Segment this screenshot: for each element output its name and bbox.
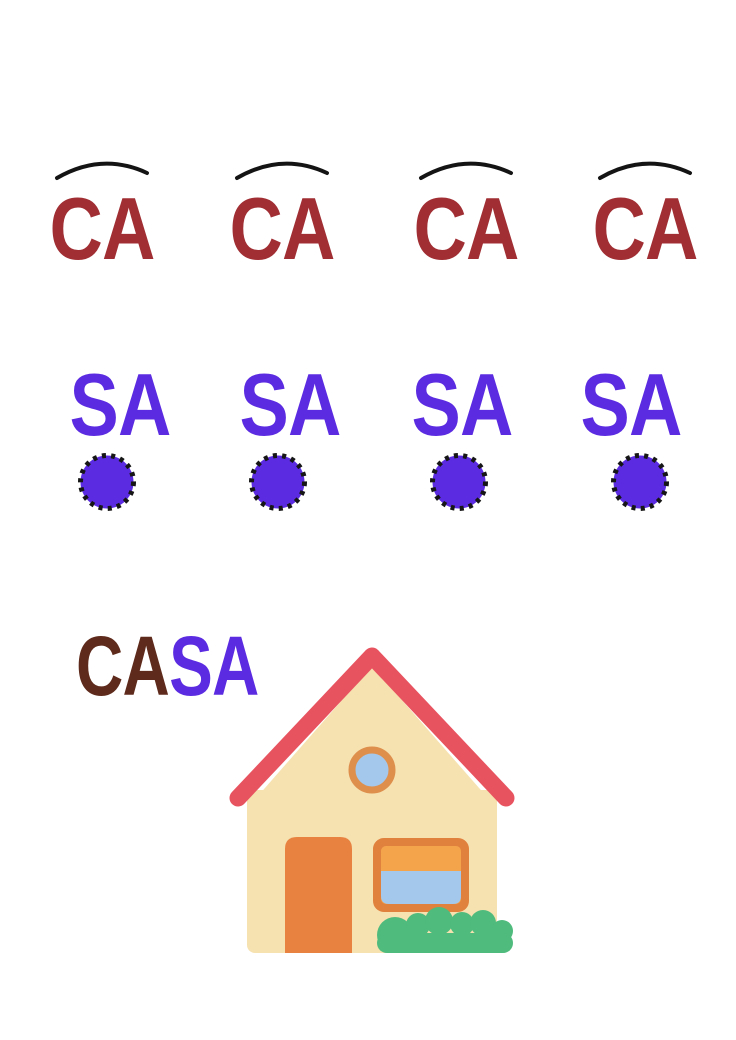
syllable-sa-text: SA (580, 355, 682, 454)
syllable-sa-text: SA (239, 355, 341, 454)
syllable-sa: SA (571, 361, 691, 449)
syllable-sa: SA (402, 361, 522, 449)
syllable-ca: CA (39, 185, 164, 273)
syllable-ca-text: CA (592, 179, 698, 278)
dotted-circle-icon (75, 450, 139, 514)
arc-icon (232, 150, 332, 184)
word-segment-sa: SA (169, 619, 259, 713)
window-glass (381, 871, 461, 904)
house-door (285, 837, 352, 953)
bush-icon (377, 907, 513, 953)
syllable-sa-text: SA (411, 355, 513, 454)
syllable-sa: SA (230, 361, 350, 449)
dotted-circle-icon (608, 450, 672, 514)
house-gable (250, 666, 494, 805)
syllable-ca-text: CA (229, 179, 335, 278)
syllable-ca: CA (582, 185, 707, 273)
word-casa: CASA (76, 624, 310, 708)
house-roof (229, 647, 515, 807)
arc-icon (416, 150, 516, 184)
syllable-ca: CA (219, 185, 344, 273)
house-illustration (225, 640, 520, 960)
dotted-circle-icon (246, 450, 310, 514)
round-window-icon (348, 746, 396, 794)
syllable-sa-text: SA (69, 355, 171, 454)
syllable-sa: SA (60, 361, 180, 449)
dotted-circle-icon (427, 450, 491, 514)
arc-icon (595, 150, 695, 184)
house-icon (229, 647, 515, 953)
syllable-ca-text: CA (413, 179, 519, 278)
arc-icon (52, 150, 152, 184)
word-segment-ca: CA (76, 619, 170, 713)
syllable-ca: CA (403, 185, 528, 273)
syllable-ca-text: CA (49, 179, 155, 278)
